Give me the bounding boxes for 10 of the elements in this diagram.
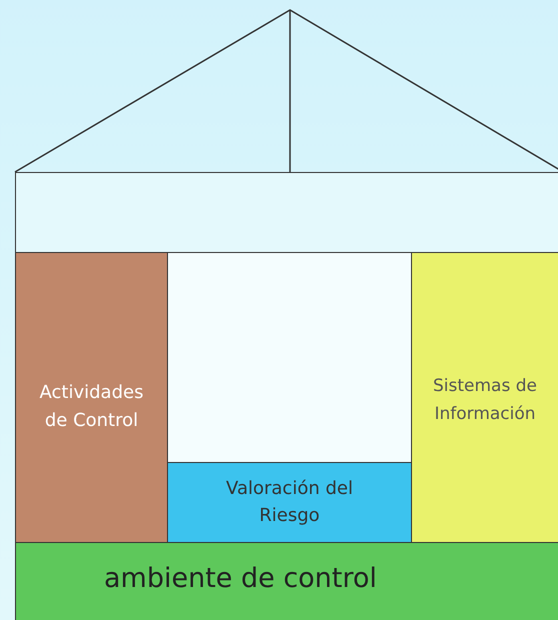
section-box [15,542,558,620]
empty-box [167,252,412,463]
empty-box [15,172,558,253]
section-label: Sistemas de Información [432,375,538,426]
section-label: Valoración del Riesgo [225,477,354,528]
section-label: Actividades de Control [38,380,144,432]
section-box [167,462,412,543]
section-label: ambiente de control [104,563,377,594]
section-box [411,252,558,543]
section-box [15,252,168,543]
